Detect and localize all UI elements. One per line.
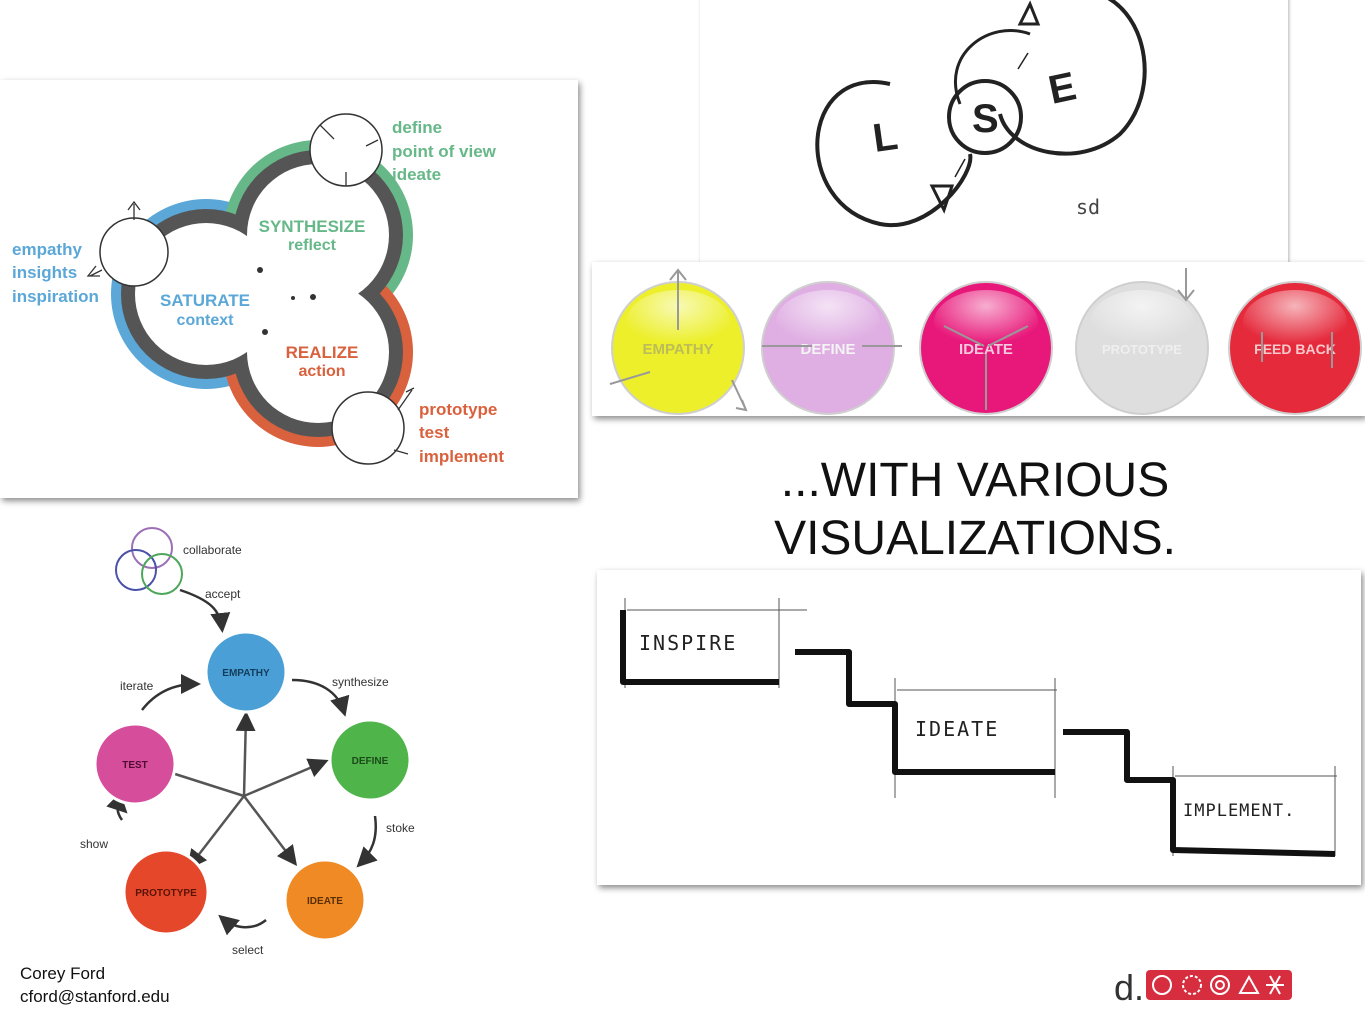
- bubble-ideate: IDEATE: [919, 281, 1053, 415]
- step-inspire: INSPIRE: [639, 631, 737, 655]
- svg-text:FEED BACK: FEED BACK: [1254, 341, 1336, 357]
- edge-synthesize: synthesize: [332, 675, 389, 689]
- logo-text: d.: [1114, 967, 1144, 1008]
- realize-label: REALIZE: [286, 343, 359, 362]
- edge-show: show: [80, 837, 108, 851]
- letter-l: L: [870, 114, 900, 161]
- flower-icon: [1152, 975, 1172, 995]
- reflect-label: reflect: [288, 237, 337, 254]
- define-label: define: [392, 118, 442, 137]
- insights-label: insights: [12, 263, 77, 282]
- svg-text:DEFINE: DEFINE: [800, 341, 855, 358]
- node-prototype: PROTOTYPE: [122, 848, 210, 936]
- node-ideate: IDEATE: [283, 858, 367, 942]
- svg-text:TEST: TEST: [122, 760, 148, 771]
- svg-text:IDEATE: IDEATE: [307, 896, 343, 907]
- context-label: context: [177, 312, 235, 329]
- cloud-diagram: SYNTHESIZE reflect SATURATE context REAL…: [12, 113, 504, 466]
- test-label: test: [419, 423, 450, 442]
- logo-icon-strip: [1146, 970, 1292, 1000]
- dschool-logo: d.: [1112, 962, 1302, 1012]
- staircase-sketch: INSPIRE IDEATE IMPLEMENT.: [620, 598, 1337, 857]
- svg-text:DEFINE: DEFINE: [352, 756, 389, 767]
- asterisk-icon: [1266, 975, 1284, 995]
- author-name: Corey Ford: [20, 964, 106, 983]
- lse-sketch-card: L S E sd: [700, 0, 1288, 270]
- inspiration-label: inspiration: [12, 287, 99, 306]
- realize-sketch-circle: [331, 391, 405, 465]
- svg-text:IDEATE: IDEATE: [959, 341, 1013, 358]
- prototype-label: prototype: [419, 400, 497, 419]
- staircase-card: INSPIRE IDEATE IMPLEMENT.: [597, 570, 1361, 885]
- collaborate-label: collaborate: [183, 543, 242, 557]
- author-email[interactable]: cford@stanford.edu: [20, 987, 170, 1006]
- bubble-feedback: FEED BACK: [1228, 281, 1362, 415]
- bubble-define: DEFINE: [761, 281, 895, 415]
- target-icon: [1210, 975, 1230, 995]
- s-circle: [947, 79, 1023, 155]
- headline-line-1: ...WITH VARIOUS: [780, 454, 1170, 507]
- headline: ...WITH VARIOUS VISUALIZATIONS.: [700, 452, 1250, 568]
- point-of-view-label: point of view: [392, 142, 497, 161]
- arrowhead-down-icon: [929, 184, 955, 214]
- accept-label: accept: [205, 587, 241, 601]
- synthesize-label: SYNTHESIZE: [259, 217, 366, 236]
- letter-s: S: [972, 97, 999, 141]
- implement-label: implement: [419, 447, 504, 466]
- cycle-diagram: collaborate accept EMPATHY DEFINE IDEATE…: [80, 527, 415, 957]
- node-define: DEFINE: [328, 718, 412, 802]
- letter-e: E: [1045, 64, 1080, 113]
- edge-select: select: [232, 943, 264, 957]
- bubble-prototype: PROTOTYPE: [1075, 281, 1209, 415]
- signature: sd: [1076, 195, 1100, 219]
- collaborate-venn: [115, 527, 183, 595]
- node-test: TEST: [93, 722, 177, 806]
- triangle-icon: [1238, 974, 1260, 994]
- svg-text:PROTOTYPE: PROTOTYPE: [1102, 342, 1182, 357]
- lse-sketch: L S E sd: [815, 0, 1147, 228]
- node-empathy: EMPATHY: [204, 630, 288, 714]
- author-block: Corey Ford cford@stanford.edu: [20, 962, 170, 1008]
- arrowhead-up-icon: [1017, 0, 1041, 26]
- edge-iterate: iterate: [120, 679, 154, 693]
- empathy-label: empathy: [12, 240, 82, 259]
- gear-icon: [1182, 975, 1202, 995]
- bubble-row-card: EMPATHY DEFINE IDEATE PROTOTYPE FEED BAC…: [592, 262, 1365, 416]
- svg-text:EMPATHY: EMPATHY: [642, 341, 713, 358]
- saturate-label: SATURATE: [160, 291, 250, 310]
- svg-text:EMPATHY: EMPATHY: [222, 668, 270, 679]
- headline-line-2: VISUALIZATIONS.: [774, 512, 1176, 565]
- svg-text:PROTOTYPE: PROTOTYPE: [135, 888, 197, 899]
- action-label: action: [298, 363, 345, 380]
- step-implement: IMPLEMENT.: [1183, 801, 1295, 821]
- saturate-sketch-circle: [99, 217, 169, 287]
- bubble-row: EMPATHY DEFINE IDEATE PROTOTYPE FEED BAC…: [609, 268, 1362, 415]
- edge-stoke: stoke: [386, 821, 415, 835]
- cloud-diagram-card: SYNTHESIZE reflect SATURATE context REAL…: [0, 80, 578, 498]
- ideate-label: ideate: [392, 165, 441, 184]
- step-ideate: IDEATE: [915, 717, 999, 741]
